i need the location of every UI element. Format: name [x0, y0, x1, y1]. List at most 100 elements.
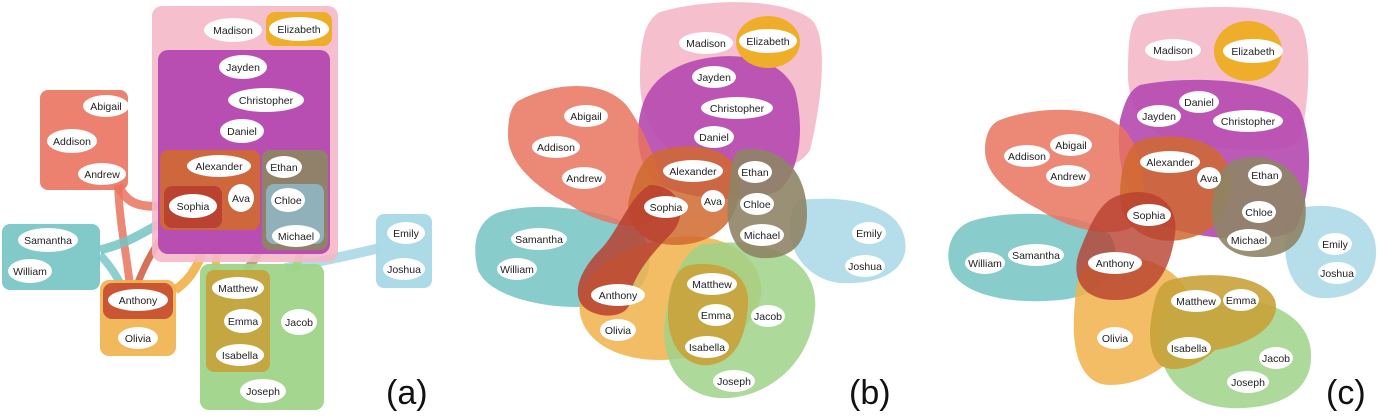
node-c-daniel: Daniel — [1179, 91, 1219, 113]
node-c-abigail: Abigail — [1050, 134, 1092, 156]
node-c-madison-label: Madison — [1153, 45, 1193, 57]
node-b-abigail: Abigail — [564, 105, 608, 127]
node-c-anthony: Anthony — [1088, 252, 1142, 274]
node-c-jayden: Jayden — [1137, 105, 1181, 127]
node-a-michael: Michael — [272, 225, 320, 247]
node-b-sophia-label: Sophia — [650, 202, 683, 214]
node-c-jacob-label: Jacob — [1262, 353, 1290, 365]
node-b-michael-label: Michael — [744, 230, 780, 242]
node-c-ava-label: Ava — [1200, 173, 1218, 185]
node-a-samantha: Samantha — [18, 228, 78, 252]
node-c-emma-label: Emma — [1226, 295, 1256, 307]
node-a-matthew: Matthew — [212, 277, 264, 299]
node-b-addison-label: Addison — [537, 142, 575, 154]
node-c-joseph-label: Joseph — [1231, 377, 1265, 389]
node-c-olivia-label: Olivia — [1102, 333, 1128, 345]
node-c-sophia-label: Sophia — [1133, 210, 1166, 222]
node-a-ava-label: Ava — [232, 193, 250, 205]
node-a-william: William — [8, 259, 52, 283]
node-c-ethan-label: Ethan — [1251, 170, 1279, 182]
node-c-michael-label: Michael — [1231, 235, 1267, 247]
node-a-emily: Emily — [387, 222, 425, 244]
node-a-joshua-label: Joshua — [387, 264, 421, 276]
node-b-addison: Addison — [532, 136, 580, 158]
node-b-samantha-label: Samantha — [515, 234, 563, 246]
node-b-elizabeth-label: Elizabeth — [746, 36, 789, 48]
node-c-alexander: Alexander — [1140, 151, 1200, 173]
node-b-joshua: Joshua — [845, 255, 885, 277]
node-a-alexander: Alexander — [187, 155, 251, 177]
set-b-sophia-anthony — [577, 185, 681, 316]
node-a-christopher-label: Christopher — [239, 95, 294, 107]
node-b-matthew-label: Matthew — [692, 279, 732, 291]
node-b-ava: Ava — [701, 190, 725, 212]
node-b-elizabeth: Elizabeth — [739, 29, 797, 53]
node-a-andrew-label: Andrew — [84, 169, 120, 181]
node-c-samantha-label: Samantha — [1012, 250, 1060, 262]
node-a-jayden: Jayden — [219, 55, 267, 79]
node-c-andrew: Andrew — [1046, 165, 1090, 187]
node-c-isabella: Isabella — [1167, 337, 1211, 359]
node-a-christopher: Christopher — [228, 88, 304, 112]
node-a-joshua: Joshua — [383, 258, 425, 280]
node-b-olivia: Olivia — [600, 319, 636, 341]
node-a-abigail-label: Abigail — [90, 101, 122, 113]
node-a-jayden-label: Jayden — [226, 62, 260, 74]
node-b-matthew: Matthew — [687, 273, 737, 295]
node-c-ethan: Ethan — [1248, 164, 1282, 186]
node-a-olivia-label: Olivia — [125, 333, 151, 345]
node-a-isabella: Isabella — [216, 344, 264, 366]
node-c-william: William — [965, 252, 1005, 274]
node-c-abigail-label: Abigail — [1055, 140, 1087, 152]
node-c-emily: Emily — [1318, 233, 1352, 255]
node-b-emily: Emily — [852, 222, 886, 244]
node-a-chloe: Chloe — [271, 188, 305, 212]
node-c-michael: Michael — [1227, 229, 1271, 251]
node-b-christopher: Christopher — [701, 97, 773, 119]
node-c-joseph: Joseph — [1227, 371, 1269, 393]
node-a-emily-label: Emily — [393, 228, 419, 240]
node-b-daniel-label: Daniel — [699, 132, 729, 144]
panel-a: Madison Elizabeth Jayden Christopher Dan… — [2, 6, 432, 412]
panel-b-label: (b) — [849, 374, 891, 412]
node-a-emma-label: Emma — [228, 316, 258, 328]
node-b-isabella: Isabella — [685, 336, 729, 358]
node-b-madison: Madison — [679, 32, 733, 54]
node-c-alexander-label: Alexander — [1146, 157, 1194, 169]
node-b-olivia-label: Olivia — [605, 325, 631, 337]
node-c-elizabeth: Elizabeth — [1223, 39, 1283, 63]
node-c-isabella-label: Isabella — [1171, 343, 1207, 355]
node-a-jacob: Jacob — [281, 309, 317, 335]
node-a-addison: Addison — [47, 129, 97, 153]
node-c-sophia: Sophia — [1127, 204, 1171, 226]
node-c-chloe: Chloe — [1242, 201, 1276, 223]
node-b-joshua-label: Joshua — [848, 261, 882, 273]
node-c-andrew-label: Andrew — [1050, 171, 1086, 183]
node-c-elizabeth-label: Elizabeth — [1231, 46, 1274, 58]
node-b-ethan-label: Ethan — [741, 167, 769, 179]
node-a-emma: Emma — [224, 309, 262, 333]
node-b-emily-label: Emily — [856, 228, 882, 240]
node-a-anthony-label: Anthony — [119, 295, 158, 307]
node-a-andrew: Andrew — [78, 163, 126, 185]
node-c-emily-label: Emily — [1322, 239, 1348, 251]
node-a-michael-label: Michael — [278, 231, 314, 243]
node-a-joseph-label: Joseph — [246, 386, 280, 398]
node-b-emma-label: Emma — [701, 310, 731, 322]
node-c-madison: Madison — [1145, 39, 1201, 61]
node-b-michael: Michael — [740, 224, 784, 246]
node-c-christopher: Christopher — [1213, 110, 1283, 132]
node-a-sophia: Sophia — [169, 194, 217, 218]
node-a-daniel-label: Daniel — [227, 126, 257, 138]
node-a-elizabeth-label: Elizabeth — [277, 24, 320, 36]
node-a-matthew-label: Matthew — [218, 283, 258, 295]
node-b-andrew: Andrew — [562, 167, 606, 189]
node-b-joseph: Joseph — [713, 370, 755, 392]
node-c-joshua: Joshua — [1318, 262, 1356, 284]
node-c-daniel-label: Daniel — [1184, 97, 1214, 109]
node-b-chloe: Chloe — [740, 193, 774, 215]
node-b-chloe-label: Chloe — [743, 199, 771, 211]
panel-a-label: (a) — [386, 374, 428, 412]
node-b-christopher-label: Christopher — [710, 103, 765, 115]
node-a-madison-label: Madison — [213, 25, 253, 37]
